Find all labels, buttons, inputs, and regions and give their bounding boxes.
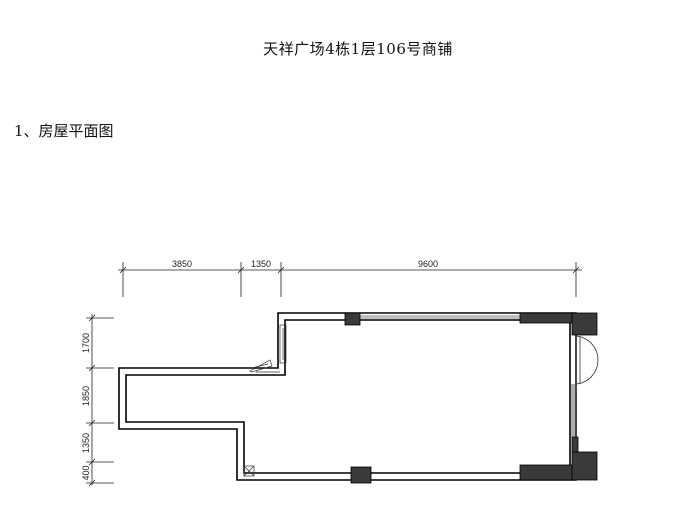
dim-left-4: 400 xyxy=(81,465,91,480)
dim-left-2: 1850 xyxy=(81,386,91,406)
top-dimension-chain xyxy=(118,262,582,297)
columns xyxy=(344,312,598,484)
interior-fixtures xyxy=(243,324,287,477)
left-dimension-chain xyxy=(86,314,114,487)
dim-left-1: 1700 xyxy=(81,333,91,353)
dim-top-1: 3850 xyxy=(172,259,192,269)
dim-left-3: 1350 xyxy=(81,433,91,453)
dim-top-2: 1350 xyxy=(251,259,271,269)
section-heading: 1、房屋平面图 xyxy=(14,122,114,140)
top-window xyxy=(360,315,520,319)
dim-top-3: 9600 xyxy=(418,259,438,269)
entrance-door xyxy=(571,335,599,437)
walls xyxy=(118,312,577,481)
document-title: 天祥广场4栋1层106号商铺 xyxy=(263,40,453,58)
